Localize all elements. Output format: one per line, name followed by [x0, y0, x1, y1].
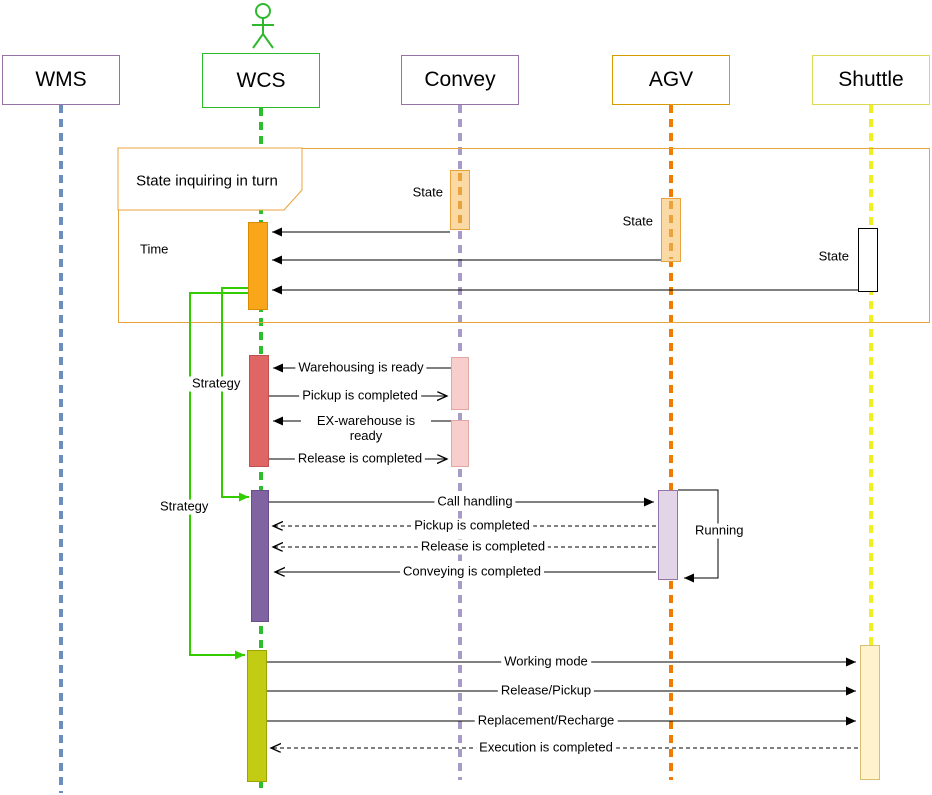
message-label: Release/Pickup	[497, 683, 595, 699]
message-label: Release is completed	[417, 539, 549, 555]
activation-convey-state	[450, 170, 470, 230]
activation-agv-state	[661, 198, 681, 262]
message-label: Pickup is completed	[299, 388, 421, 404]
strategy-label-agv: Strategy	[157, 499, 212, 515]
message-label: Warehousing is ready	[295, 360, 427, 376]
activation-convey-warehousing	[451, 357, 469, 410]
lifeline-head-wms: WMS	[2, 55, 120, 105]
activation-shuttle-working	[860, 645, 880, 780]
frame-label-shape	[117, 147, 303, 211]
activation-wcs-state-inquiry	[248, 222, 268, 310]
message-label: Call handling	[434, 494, 516, 510]
message-label: Pickup is completed	[411, 518, 533, 534]
lifeline-label: WCS	[236, 68, 286, 92]
lifeline-head-wcs: WCS	[202, 53, 320, 108]
lifeline-label: WMS	[35, 68, 87, 91]
activation-shuttle-state	[858, 228, 878, 292]
lifeline-label: Convey	[424, 68, 496, 91]
state-label-convey: State	[409, 185, 446, 201]
message-label: Release is completed	[294, 451, 426, 467]
state-label-shuttle: State	[815, 249, 852, 265]
lifeline-label: Shuttle	[838, 68, 904, 91]
lifeline-head-convey: Convey	[401, 55, 519, 105]
message-label: Replacement/Recharge	[474, 713, 618, 729]
activation-wcs-convey-strategy	[249, 355, 269, 467]
lifeline-label: AGV	[648, 68, 694, 91]
activation-wcs-shuttle	[247, 650, 267, 782]
lifeline-head-agv: AGV	[612, 55, 730, 105]
message-label: Execution is completed	[476, 740, 616, 756]
lifeline-dash-segment	[458, 173, 462, 227]
activation-convey-exwarehouse	[451, 420, 469, 467]
connector-wcs-to-agv-strategy	[221, 287, 249, 502]
message-label: EX-warehouse is ready	[301, 413, 431, 444]
actor-figure-icon	[252, 3, 274, 49]
connector-wcs-to-shuttle-strategy	[189, 292, 248, 660]
message-label: Conveying is completed	[399, 564, 545, 580]
activation-wcs-agv-strategy	[251, 490, 269, 622]
frame-label: State inquiring in turn	[136, 172, 278, 190]
strategy-label-convey: Strategy	[189, 376, 244, 392]
state-inquiry-frame	[118, 148, 930, 323]
state-label-agv: State	[619, 214, 656, 230]
message-label: Working mode	[501, 654, 591, 670]
running-label: Running	[692, 523, 747, 539]
activation-agv-running	[658, 490, 678, 580]
lifeline-head-shuttle: Shuttle	[812, 55, 930, 105]
time-label: Time	[137, 242, 172, 258]
lifeline-dash-segment	[669, 201, 673, 259]
